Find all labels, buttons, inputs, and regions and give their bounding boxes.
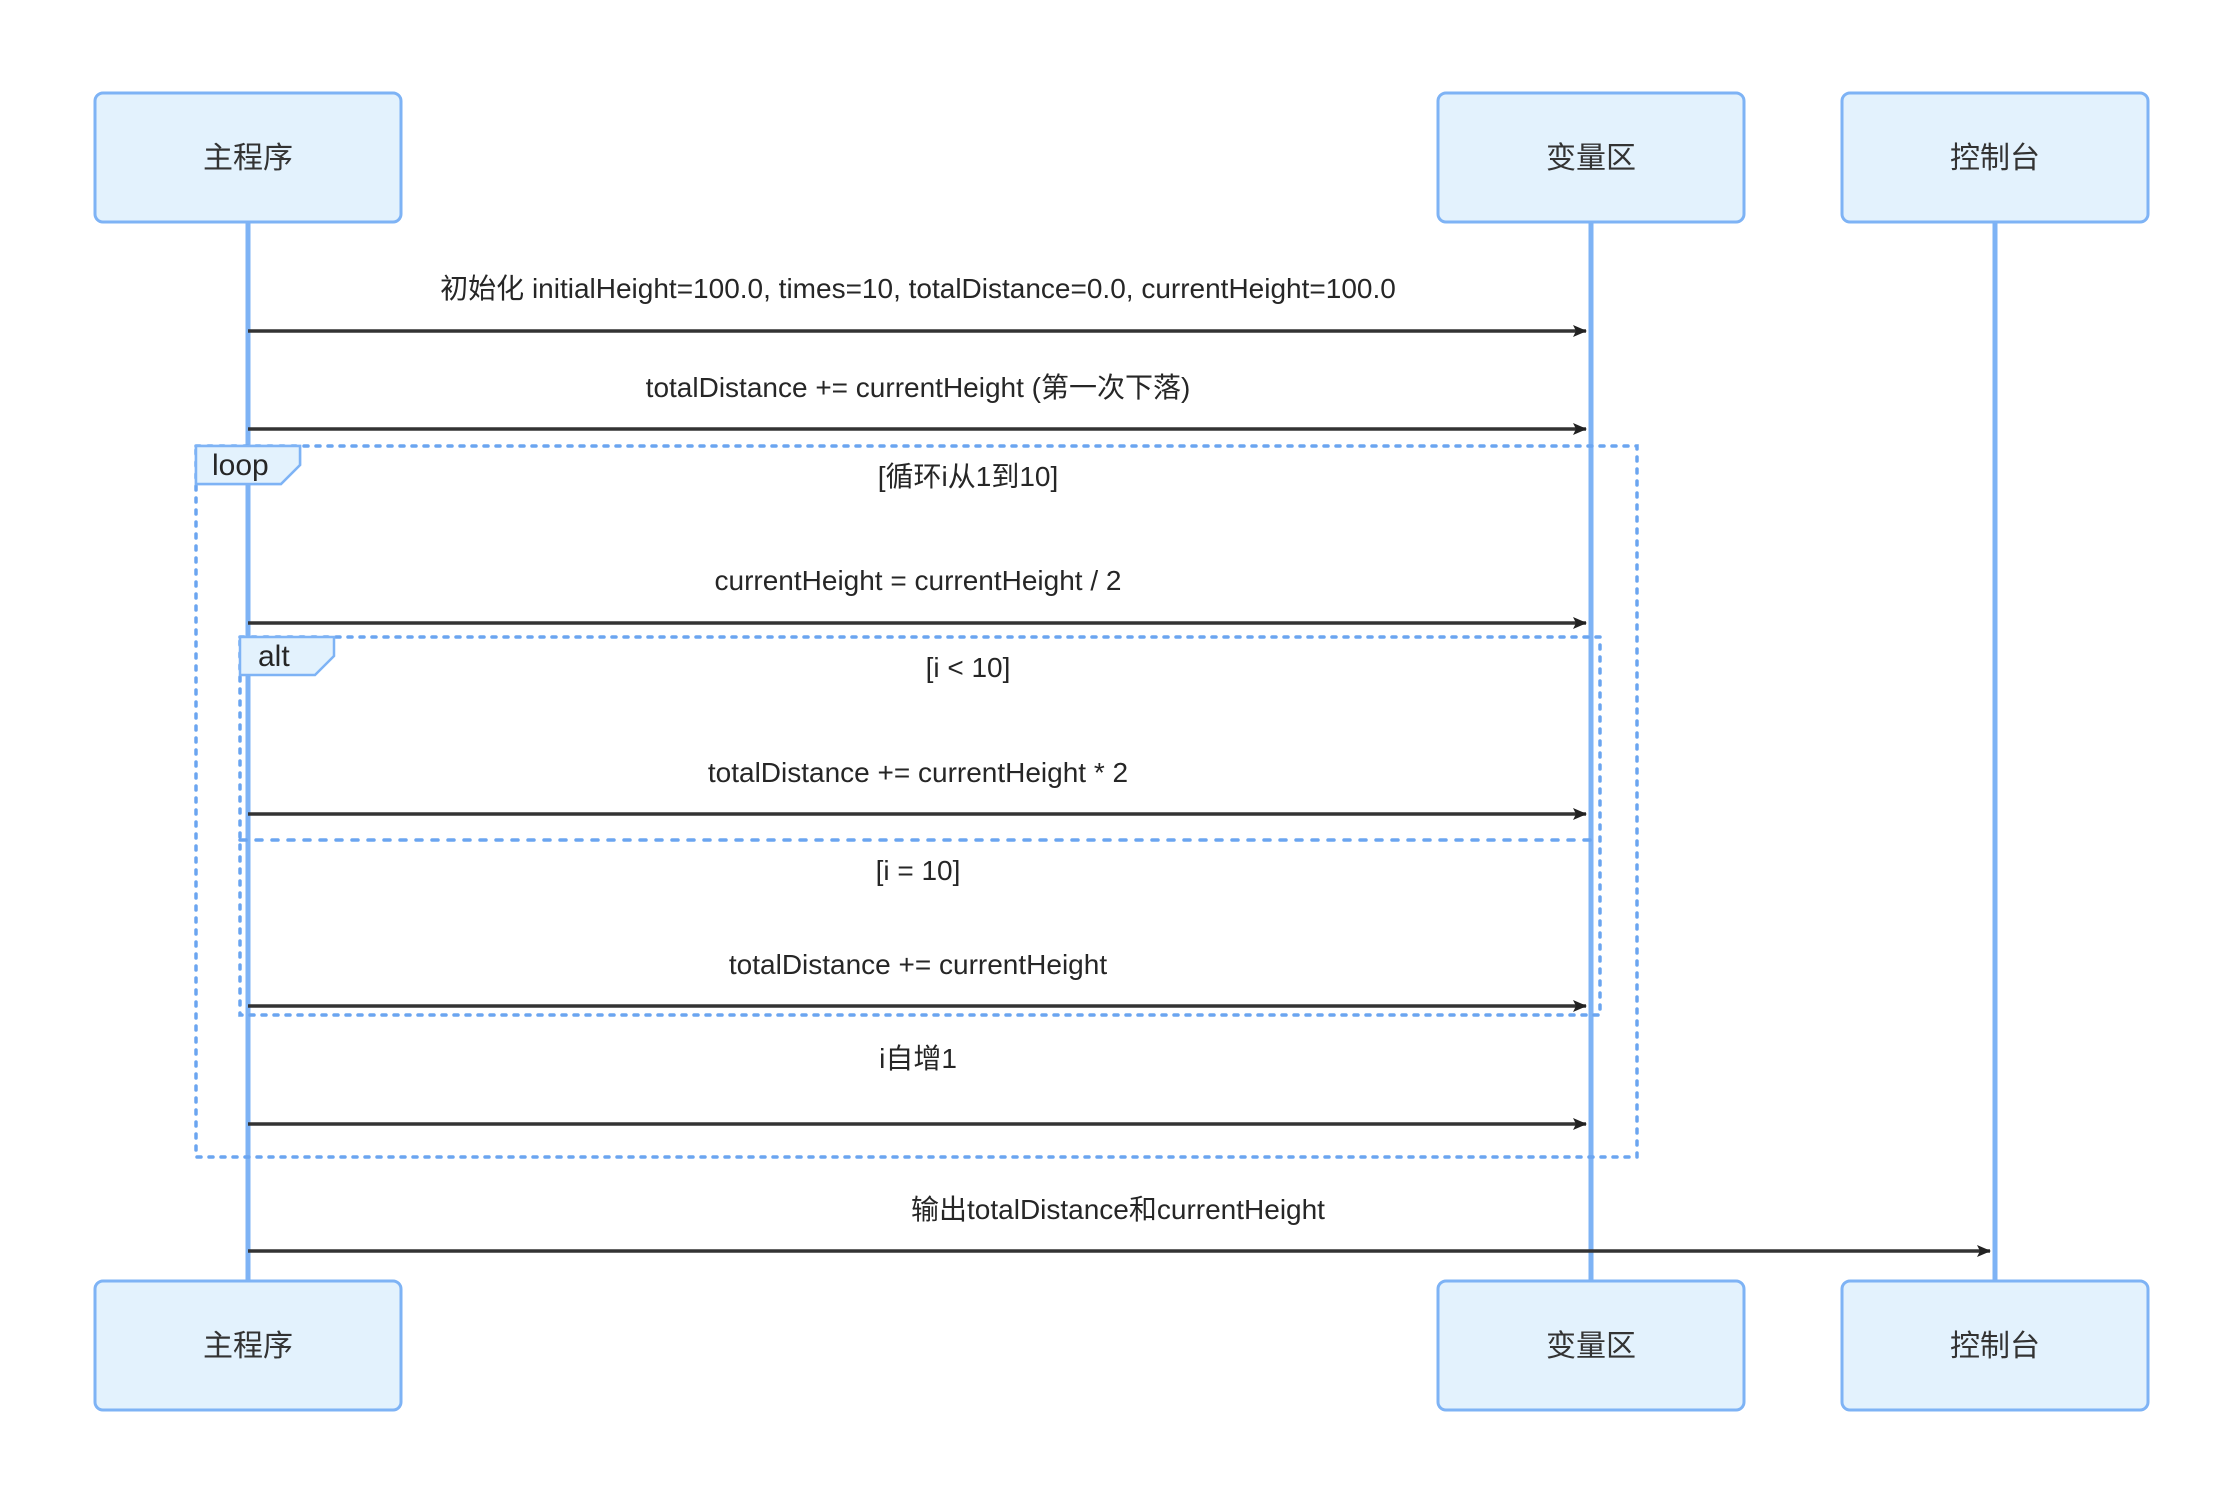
message-m1-label: 初始化 initialHeight=100.0, times=10, total… xyxy=(440,273,1396,304)
alt-tag-label: alt xyxy=(258,640,290,673)
message-m3-label: currentHeight = currentHeight / 2 xyxy=(715,565,1122,596)
message-m6-label: i自增1 xyxy=(879,1043,957,1074)
message-m5: totalDistance += currentHeight xyxy=(248,949,1587,1012)
alt-condition-label: [i < 10] xyxy=(926,652,1011,683)
actor-bottom-console-box[interactable] xyxy=(1840,1279,2150,1412)
actor-top-vars-label: 变量区 xyxy=(1546,142,1636,175)
actor-top-console[interactable]: 控制台 xyxy=(1840,91,2150,224)
actor-bottom-main[interactable]: 主程序 xyxy=(93,1279,403,1412)
message-m7: 输出totalDistance和currentHeight xyxy=(248,1194,1991,1257)
loop-tag-shape-outline xyxy=(194,444,302,486)
actor-top-vars[interactable]: 变量区 xyxy=(1436,91,1746,224)
actor-bottom-console-label: 控制台 xyxy=(1950,1330,2040,1363)
actor-bottom-vars-box[interactable] xyxy=(1436,1279,1746,1412)
message-m4: totalDistance += currentHeight * 2 xyxy=(248,757,1587,820)
actor-bottom-main-label: 主程序 xyxy=(203,1330,293,1363)
message-m5-label: totalDistance += currentHeight xyxy=(729,949,1107,980)
message-m3: currentHeight = currentHeight / 2 xyxy=(248,565,1587,629)
message-m2-label: totalDistance += currentHeight (第一次下落) xyxy=(646,372,1191,403)
message-m7-label: 输出totalDistance和currentHeight xyxy=(911,1194,1325,1225)
alt-frame-border xyxy=(238,635,1602,1017)
message-m4-label: totalDistance += currentHeight * 2 xyxy=(708,757,1128,788)
loop-condition-label: [循环i从1到10] xyxy=(878,461,1059,492)
actor-top-main-box[interactable] xyxy=(93,91,403,224)
lifelines-group xyxy=(245,222,1998,1281)
actor-top-main[interactable]: 主程序 xyxy=(93,91,403,224)
actor-boxes-bottom: 主程序 变量区 控制台 xyxy=(93,1279,2150,1412)
fragment-loop: loop [循环i从1到10] xyxy=(194,444,1639,1159)
actor-boxes-top: 主程序 变量区 控制台 xyxy=(93,91,2150,224)
alt-tag-shape xyxy=(238,635,336,677)
actor-bottom-main-box[interactable] xyxy=(93,1279,403,1412)
messages-group: 初始化 initialHeight=100.0, times=10, total… xyxy=(248,273,1991,1257)
message-m6: i自增1 xyxy=(248,1043,1587,1130)
loop-frame-border xyxy=(194,444,1639,1159)
actor-bottom-console[interactable]: 控制台 xyxy=(1840,1279,2150,1412)
alt-else-condition-label: [i = 10] xyxy=(876,855,961,886)
message-m2: totalDistance += currentHeight (第一次下落) xyxy=(248,372,1587,435)
actor-top-vars-box[interactable] xyxy=(1436,91,1746,224)
actor-bottom-vars-label: 变量区 xyxy=(1546,1330,1636,1363)
actor-top-console-label: 控制台 xyxy=(1950,142,2040,175)
message-m1: 初始化 initialHeight=100.0, times=10, total… xyxy=(248,273,1587,337)
actor-bottom-vars[interactable]: 变量区 xyxy=(1436,1279,1746,1412)
actor-top-main-label: 主程序 xyxy=(203,142,293,175)
fragment-alt: alt [i < 10] [i = 10] xyxy=(238,635,1602,1017)
loop-tag-label: loop xyxy=(212,449,269,482)
actor-top-console-box[interactable] xyxy=(1840,91,2150,224)
